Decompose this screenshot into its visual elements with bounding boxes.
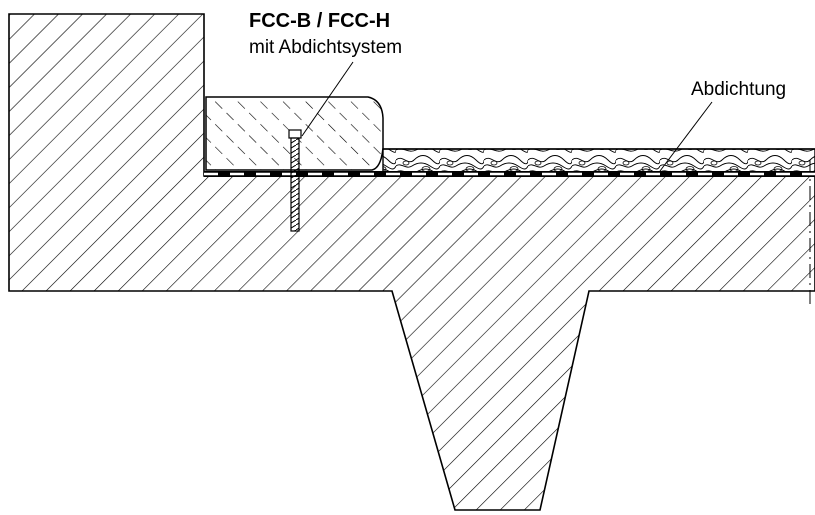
anchor-bolt-shaft: [290, 137, 300, 232]
seal-leader-line: [659, 101, 713, 172]
screed-layer: [382, 148, 815, 173]
anchor-bolt-head: [288, 129, 302, 139]
product-subtitle: mit Abdichtsystem: [249, 37, 403, 58]
concrete-structure: [8, 13, 815, 511]
product-title: FCC-B / FCC-H: [249, 10, 391, 32]
product-leader-line: [301, 61, 354, 137]
seal-label: Abdichtung: [691, 79, 787, 100]
